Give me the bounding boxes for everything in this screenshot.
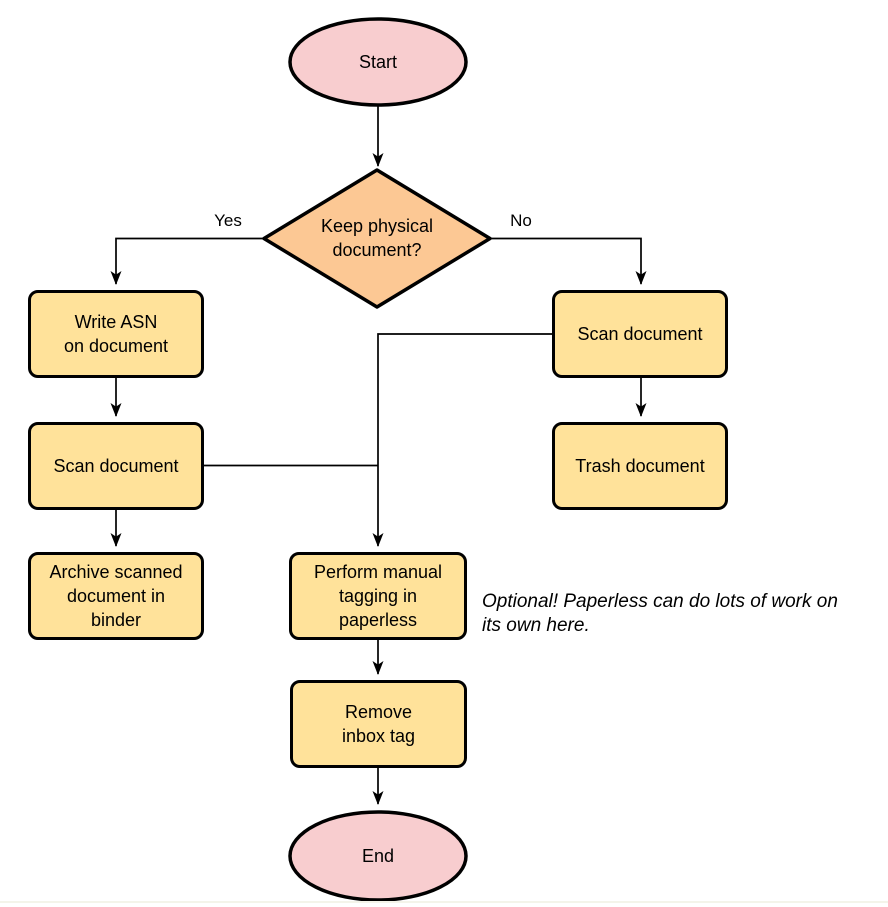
optional-note-text: Optional! Paperless can do lots of work …	[482, 591, 838, 637]
process-remove-inbox-tag: Remove inbox tag	[290, 680, 467, 768]
end-terminal-shape	[288, 810, 468, 902]
process-manual-tagging: Perform manual tagging in paperless	[289, 552, 467, 640]
decision-diamond-shape	[262, 168, 492, 309]
start-terminal-shape	[288, 17, 468, 107]
process-trash-document: Trash document	[552, 422, 728, 510]
process-scan-document-right: Scan document	[552, 290, 728, 378]
edge-decision-yes	[110, 237, 264, 285]
edge-label-no: No	[510, 211, 532, 230]
bottom-divider	[0, 901, 888, 903]
edge-label-yes: Yes	[214, 211, 242, 230]
process-write-asn: Write ASN on document	[28, 290, 204, 378]
process-archive-binder: Archive scanned document in binder	[28, 552, 204, 640]
edge-decision-no	[490, 237, 647, 285]
process-scan-document-left: Scan document	[28, 422, 204, 510]
edge-scanright-to-tagging	[372, 333, 552, 547]
